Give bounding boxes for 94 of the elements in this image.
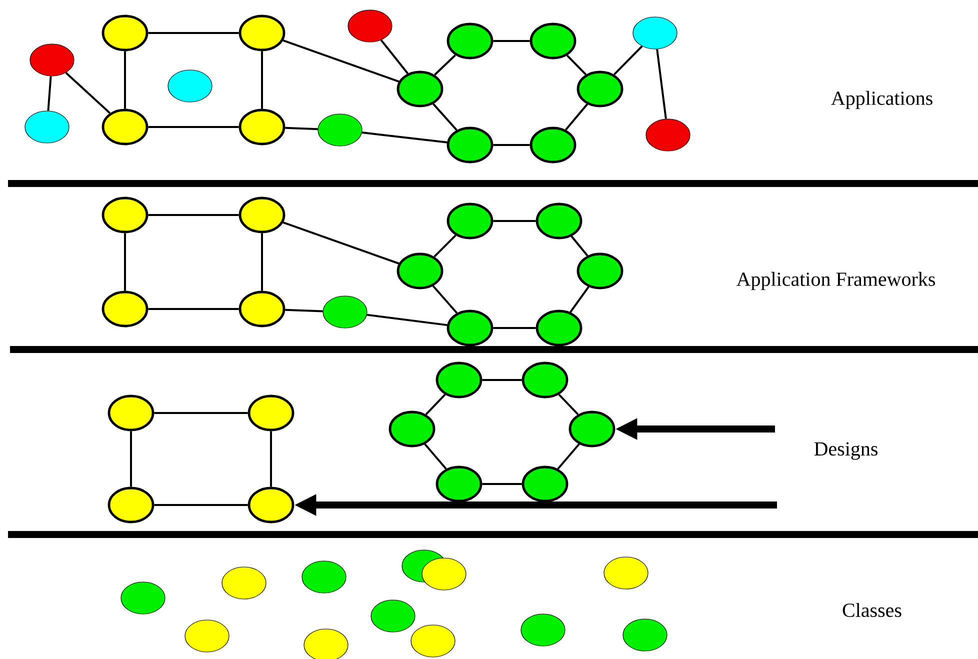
- connector-line: [613, 46, 643, 76]
- connector-line: [557, 443, 580, 470]
- circle-node: [422, 558, 466, 590]
- circle-node: [530, 22, 576, 60]
- circle-node: [248, 486, 294, 524]
- circle-node: [304, 628, 348, 659]
- layer-label: Applications: [831, 90, 932, 110]
- circle-node: [536, 310, 582, 346]
- circle-node: [302, 560, 346, 594]
- connector-line: [154, 412, 248, 414]
- connector-line: [380, 39, 409, 74]
- connector-line: [362, 132, 448, 144]
- connector-line: [148, 32, 239, 34]
- layer-label: Application Frameworks: [736, 272, 935, 290]
- circle-node: [522, 466, 568, 502]
- circle-node: [388, 410, 436, 448]
- circle-node: [622, 618, 668, 652]
- circle-node: [632, 16, 678, 50]
- circle-node: [30, 44, 74, 76]
- circle-node: [396, 70, 444, 108]
- connector-line: [285, 126, 318, 130]
- connector-line: [493, 144, 530, 146]
- connector-line: [482, 483, 522, 485]
- connector-line: [434, 54, 456, 76]
- circle-node: [168, 70, 212, 102]
- circle-node: [24, 110, 70, 144]
- connector-line: [270, 431, 272, 487]
- connector-line: [482, 379, 522, 381]
- circle-node: [102, 14, 148, 52]
- connector-line: [130, 431, 132, 487]
- connector-line: [366, 314, 448, 326]
- circle-node: [436, 466, 482, 502]
- circle-node: [568, 410, 616, 448]
- circle-node: [318, 114, 362, 146]
- circle-node: [222, 566, 266, 600]
- circle-node: [102, 196, 148, 234]
- circle-node: [536, 202, 582, 240]
- circle-node: [322, 296, 368, 328]
- connector-line: [570, 236, 588, 256]
- connector-line: [124, 233, 126, 291]
- connector-line: [493, 327, 536, 329]
- circle-node: [238, 14, 286, 52]
- connector-line: [493, 40, 530, 42]
- circle-node: [530, 126, 576, 164]
- connector-line: [285, 308, 323, 312]
- connector-line: [565, 104, 588, 130]
- connector-line: [282, 222, 400, 264]
- circle-node: [184, 620, 230, 652]
- connector-line: [261, 233, 263, 291]
- circle-node: [436, 362, 482, 398]
- connector-line: [154, 504, 248, 506]
- circle-node: [248, 394, 294, 432]
- circle-node: [410, 624, 456, 658]
- connector-line: [432, 285, 458, 314]
- circle-node: [108, 394, 154, 432]
- connector-line: [570, 286, 590, 313]
- connector-line: [148, 214, 239, 216]
- circle-node: [446, 202, 494, 240]
- circle-node: [446, 310, 494, 346]
- connector-line: [124, 51, 126, 109]
- circle-node: [108, 486, 154, 524]
- circle-node: [576, 70, 624, 108]
- connector-line: [148, 308, 239, 310]
- circle-node: [238, 108, 286, 146]
- circle-node: [604, 556, 648, 590]
- circle-node: [646, 118, 690, 152]
- circle-node: [396, 252, 444, 290]
- connector-line: [282, 40, 400, 82]
- circle-node: [370, 600, 416, 632]
- circle-node: [576, 252, 624, 290]
- connector-line: [261, 51, 263, 109]
- circle-node: [238, 196, 286, 234]
- circle-node: [520, 614, 566, 646]
- circle-node: [446, 126, 494, 164]
- connector-line: [65, 72, 111, 114]
- connector-line: [424, 443, 447, 470]
- circle-node: [102, 290, 148, 328]
- connector-line: [148, 126, 239, 128]
- layer-label: Designs: [814, 442, 878, 460]
- connector-line: [47, 76, 52, 111]
- circle-node: [446, 22, 494, 60]
- layer-label: Classes: [842, 602, 902, 618]
- connector-line: [558, 394, 579, 416]
- connector-line: [434, 234, 456, 258]
- circle-node: [102, 108, 148, 146]
- circle-node: [522, 362, 568, 398]
- circle-node: [238, 290, 286, 328]
- connector-line: [566, 54, 587, 76]
- connector-line: [493, 220, 536, 222]
- connector-line: [656, 49, 667, 119]
- connector-line: [432, 103, 458, 131]
- circle-node: [120, 582, 166, 614]
- circle-node: [348, 10, 392, 42]
- connector-line: [425, 394, 446, 416]
